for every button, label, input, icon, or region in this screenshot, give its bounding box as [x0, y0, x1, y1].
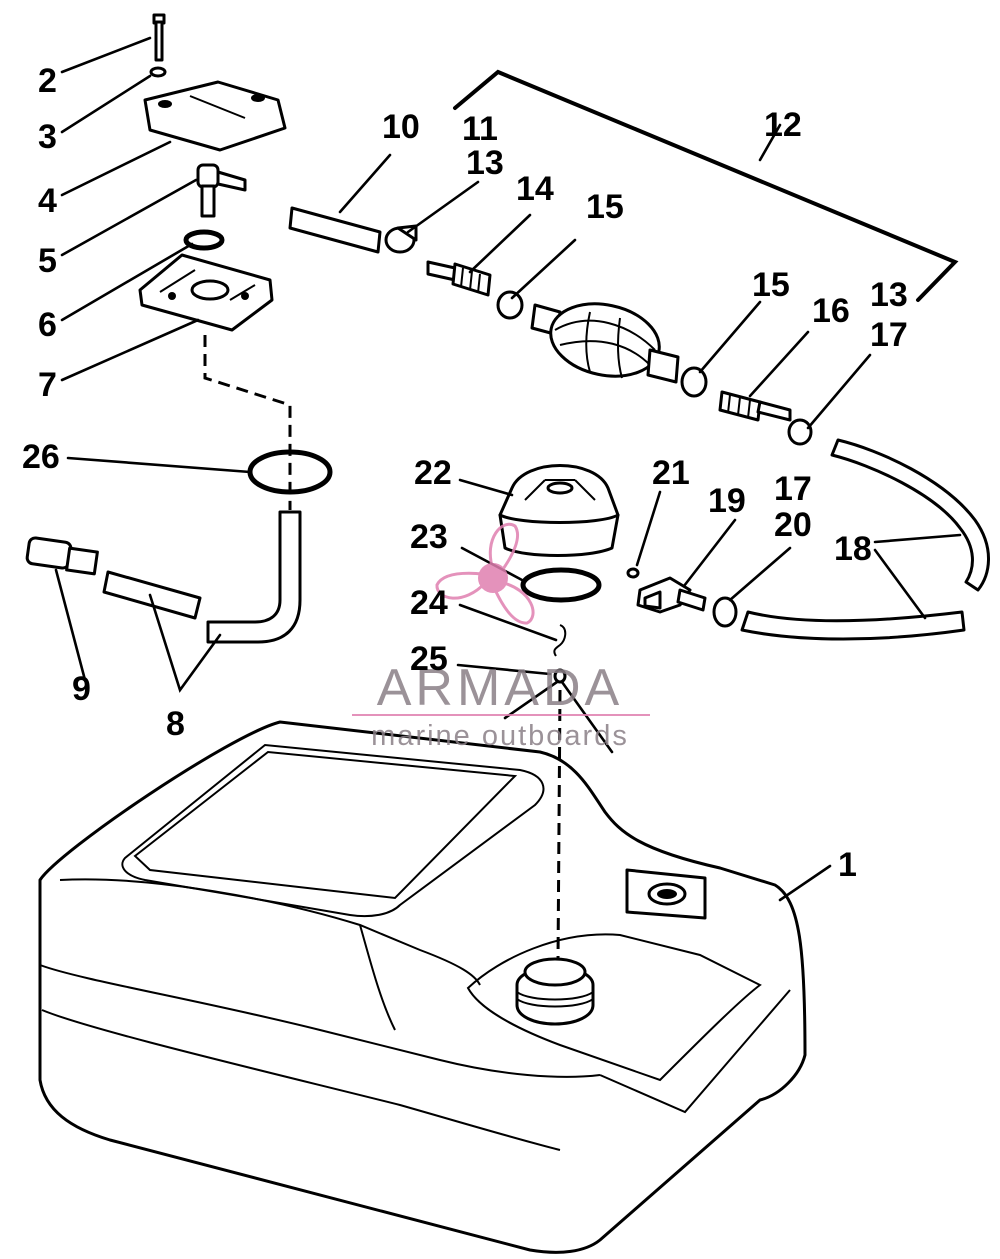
tank-connector [636, 576, 707, 614]
callout-9: 9 [72, 670, 91, 708]
primer-assembly-bracket [453, 69, 959, 302]
callout-17-upper: 17 [870, 316, 908, 354]
callout-24: 24 [410, 584, 448, 622]
check-valve [680, 366, 708, 398]
callout-16: 16 [812, 292, 850, 330]
callout-19: 19 [708, 482, 746, 520]
filler-cap [498, 464, 620, 557]
cap-dashed-line [556, 689, 562, 961]
pickup-hose-segment [102, 570, 202, 620]
fuel-line [740, 610, 966, 641]
callout-3: 3 [38, 118, 57, 156]
callout-labels: 2 3 4 5 6 7 26 9 8 10 11 13 14 15 12 15 … [22, 62, 908, 884]
screw [152, 13, 166, 62]
callout-8: 8 [166, 705, 185, 743]
callout-2: 2 [38, 62, 57, 100]
callout-1: 1 [838, 846, 857, 884]
hose-clamp [787, 418, 813, 446]
callout-11: 11 [462, 110, 498, 148]
callout-17-lower: 17 [774, 470, 812, 508]
connector-inlet [426, 260, 492, 297]
tether-ring [553, 668, 567, 684]
clamp-plate [143, 80, 287, 152]
fuel-line [830, 438, 990, 592]
callout-10: 10 [382, 108, 420, 146]
watermark-brand: ARMADA [377, 659, 623, 717]
callout-20: 20 [774, 506, 812, 544]
primer-hose [288, 206, 382, 254]
callout-25: 25 [410, 640, 448, 678]
connector-outlet [718, 390, 792, 422]
o-ring [183, 229, 225, 251]
fuel-tank [38, 720, 807, 1254]
callout-5: 5 [38, 242, 57, 280]
callout-13-left: 13 [466, 144, 504, 182]
callout-22: 22 [414, 454, 452, 492]
lock-washer [149, 66, 167, 78]
primer-bulb [530, 302, 680, 384]
fuel-fitting [196, 163, 247, 218]
armada-logo-watermark: ARMADA marine outboards [352, 522, 650, 752]
callout-18: 18 [834, 530, 872, 568]
callout-21: 21 [652, 454, 690, 492]
callout-12: 12 [764, 106, 802, 144]
small-o-ring [626, 567, 640, 579]
callout-15-right: 15 [752, 266, 790, 304]
callout-7: 7 [38, 366, 57, 404]
callout-23: 23 [410, 518, 448, 556]
fuel-pickup-base [138, 253, 274, 332]
strainer [25, 536, 99, 576]
hose-clamp [384, 224, 418, 254]
hose-clamp [712, 596, 738, 628]
callout-4: 4 [38, 182, 57, 220]
callout-13-right: 13 [870, 276, 908, 314]
tether-cord [503, 680, 614, 754]
pickup-tube-dashed-line [203, 335, 292, 510]
pickup-tube [206, 510, 302, 644]
check-valve [496, 290, 524, 320]
callout-14: 14 [516, 170, 554, 208]
propeller-logo-icon [432, 522, 543, 628]
cap-gasket [520, 567, 602, 603]
watermark-tagline: marine outboards [371, 720, 629, 752]
callout-26: 26 [22, 438, 60, 476]
retaining-clip [553, 624, 567, 657]
callout-6: 6 [38, 306, 57, 344]
callout-15-left: 15 [586, 188, 624, 226]
